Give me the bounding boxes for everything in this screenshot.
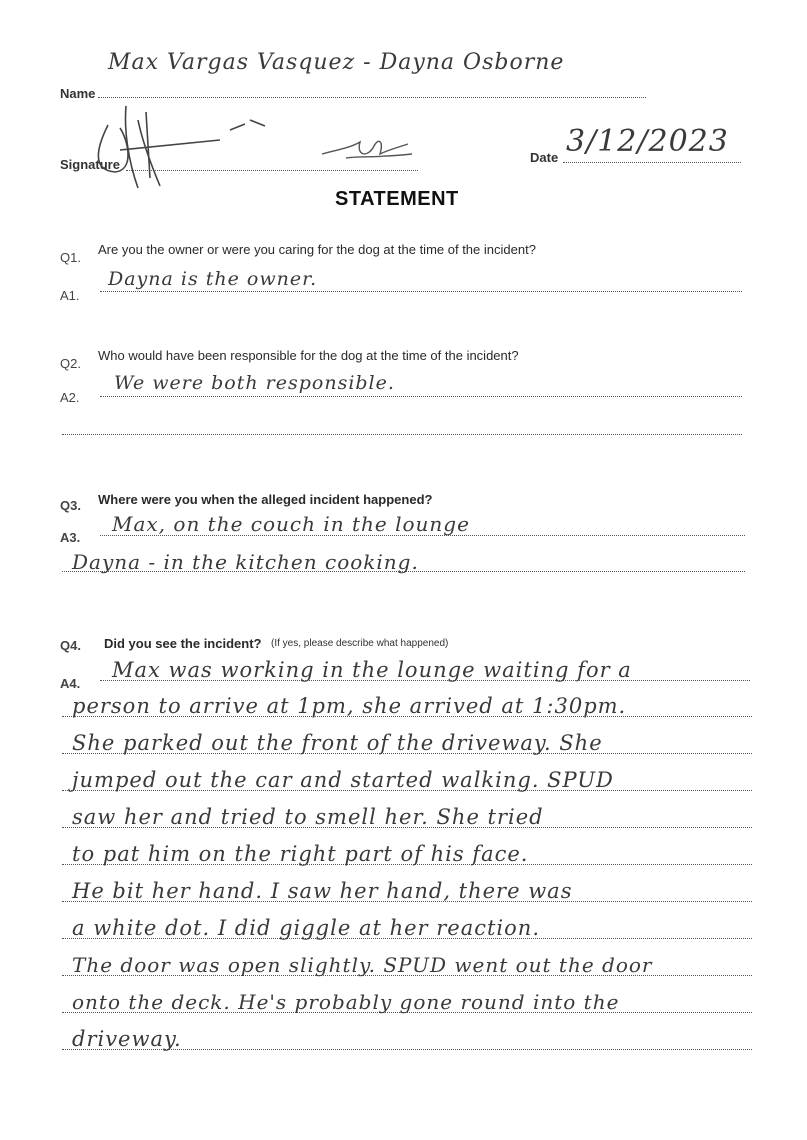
a3-line-2 <box>62 571 745 572</box>
a3-number: A3. <box>60 530 81 545</box>
q3-number: Q3. <box>60 498 81 513</box>
q2-text: Who would have been responsible for the … <box>98 348 519 363</box>
date-value: 3/12/2023 <box>566 124 729 159</box>
a3-text-2: Dayna - in the kitchen cooking. <box>72 550 419 574</box>
a3-line-1 <box>100 535 745 536</box>
a4-number: A4. <box>60 676 81 691</box>
a4-line-10 <box>62 1012 752 1013</box>
a4-text-8: a white dot. I did giggle at her reactio… <box>72 916 540 940</box>
a4-text-5: saw her and tried to smell her. She trie… <box>72 805 544 829</box>
a4-text-11: driveway. <box>72 1027 182 1051</box>
a4-line-3 <box>62 753 752 754</box>
q4-number: Q4. <box>60 638 81 653</box>
a4-line-11 <box>62 1049 752 1050</box>
a1-line <box>100 291 742 292</box>
q1-number: Q1. <box>60 250 81 265</box>
a4-text-7: He bit her hand. I saw her hand, there w… <box>72 879 573 903</box>
a4-text-1: Max was working in the lounge waiting fo… <box>112 658 632 682</box>
a4-text-4: jumped out the car and started walking. … <box>72 768 614 792</box>
a1-number: A1. <box>60 288 80 303</box>
date-label: Date <box>530 150 559 165</box>
a4-line-8 <box>62 938 752 939</box>
a2-line-1 <box>100 396 742 397</box>
signature-2-image <box>321 140 413 159</box>
a4-text-10: onto the deck. He's probably gone round … <box>72 990 620 1014</box>
q3-text: Where were you when the alleged incident… <box>98 492 433 507</box>
a4-line-1 <box>100 680 750 681</box>
a2-line-2 <box>62 434 742 435</box>
q2-number: Q2. <box>60 356 81 371</box>
q4-note: (If yes, please describe what happened) <box>271 638 449 649</box>
page-title: STATEMENT <box>335 188 459 210</box>
a2-text: We were both responsible. <box>114 372 395 394</box>
name-line <box>98 97 646 98</box>
a4-text-6: to pat him on the right part of his face… <box>72 842 529 866</box>
a4-line-6 <box>62 864 752 865</box>
a4-line-9 <box>62 975 752 976</box>
name-label: Name <box>60 86 96 101</box>
a4-text-2: person to arrive at 1pm, she arrived at … <box>72 694 627 718</box>
a4-text-3: She parked out the front of the driveway… <box>72 731 603 755</box>
name-value: Max Vargas Vasquez - Dayna Osborne <box>108 50 565 75</box>
signature-1-image <box>97 105 266 189</box>
signature-line <box>126 170 418 171</box>
q4-text: Did you see the incident? <box>104 636 262 651</box>
a2-number: A2. <box>60 390 80 405</box>
a4-line-2 <box>62 716 752 717</box>
a4-line-7 <box>62 901 752 902</box>
a1-text: Dayna is the owner. <box>108 268 318 290</box>
q1-text: Are you the owner or were you caring for… <box>98 242 536 257</box>
a4-line-5 <box>62 827 752 828</box>
a4-line-4 <box>62 790 752 791</box>
a4-text-9: The door was open slightly. SPUD went ou… <box>72 953 653 977</box>
a3-text-1: Max, on the couch in the lounge <box>112 512 470 536</box>
date-line <box>563 162 741 163</box>
